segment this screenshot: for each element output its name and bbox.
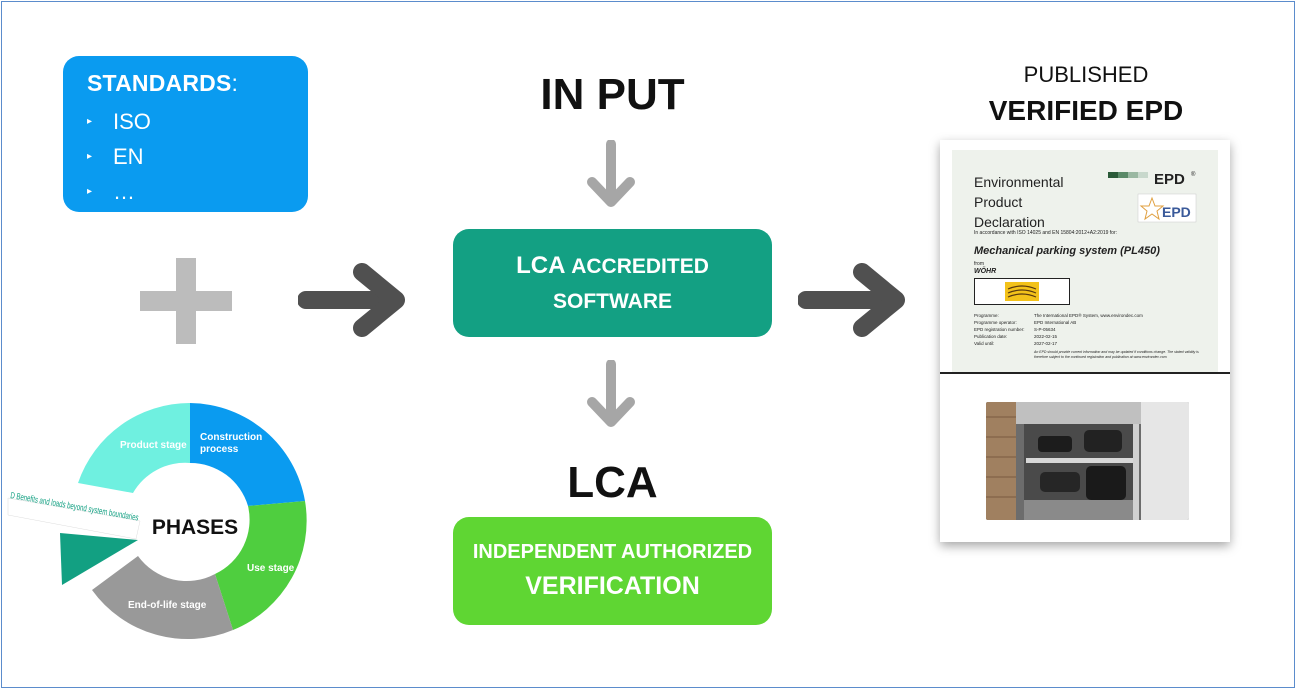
epd-from: from <box>974 261 984 267</box>
verified-epd-label: VERIFIED EPD <box>988 95 1184 126</box>
arrow-right-icon <box>798 263 905 337</box>
plus-icon <box>140 258 232 344</box>
table-row: Publication date:2022-02-15 <box>974 334 1058 339</box>
phase-product-segment <box>78 402 190 493</box>
phase-d-label-tab <box>7 497 141 540</box>
epd-document: Environmental Product Declaration EPD ® … <box>940 140 1230 542</box>
epd-company: WÖHR <box>974 268 997 275</box>
company-logo-box <box>974 278 1070 305</box>
parking-photo <box>986 402 1189 520</box>
lca-title: LCA <box>567 458 658 507</box>
list-item: ▸… <box>87 178 135 204</box>
arrow-down-icon <box>587 140 635 207</box>
phase-use-label: Use stage <box>247 563 295 574</box>
phases-wheel: Product stage Construction process Use s… <box>7 402 307 640</box>
standards-list: ▸ISO ▸EN ▸… <box>87 104 151 209</box>
phase-d-segment <box>60 533 138 585</box>
phase-product-label: Product stage <box>120 440 187 451</box>
table-row: EPD registration number:S-P-05634 <box>974 327 1056 332</box>
svg-text:EPD: EPD <box>1162 204 1191 220</box>
lca-software-box: LCA ACCREDITED SOFTWARE <box>453 229 772 337</box>
lca-software-line2: SOFTWARE <box>553 290 672 313</box>
verification-line1: INDEPENDENT AUTHORIZED <box>472 541 753 563</box>
svg-text:®: ® <box>1191 171 1196 178</box>
list-item: ▸ISO <box>87 108 151 134</box>
company-logo-icon <box>1005 282 1039 301</box>
phase-construction-segment <box>190 403 305 506</box>
phase-eol-label: End-of-life stage <box>128 600 207 611</box>
verification-box: INDEPENDENT AUTHORIZED VERIFICATION <box>453 517 772 625</box>
epd-logo: EPD ® EPD <box>1108 171 1197 223</box>
phase-construction-label: Construction process <box>200 432 265 455</box>
table-row: Programme:The International EPD® System,… <box>974 313 1143 318</box>
epd-cover <box>952 150 1218 372</box>
arrow-right-icon <box>298 263 405 337</box>
list-item: ▸EN <box>87 143 144 169</box>
epd-details: Programme:The International EPD® System,… <box>974 313 1214 359</box>
lca-software-line1: LCA ACCREDITED <box>516 252 709 279</box>
bullet-icon: ▸ <box>87 150 93 162</box>
arrow-down-icon <box>587 360 635 427</box>
epd-accordance: In accordance with ISO 14025 and EN 1580… <box>974 230 1118 236</box>
table-row: Programme operator:EPD International AB <box>974 320 1077 325</box>
bullet-icon: ▸ <box>87 185 93 197</box>
standards-box: STANDARDS: ▸ISO ▸EN ▸… <box>63 56 308 212</box>
epd-product: Mechanical parking system (PL450) <box>974 245 1160 257</box>
epd-divider <box>940 372 1230 374</box>
verification-line2: VERIFICATION <box>525 572 700 600</box>
phase-use-segment <box>215 501 307 630</box>
epd-heading: Environmental Product Declaration <box>974 174 1064 230</box>
phases-center-label: PHASES <box>152 516 238 539</box>
published-label: PUBLISHED <box>1023 62 1149 87</box>
epd-note: An EPD should provide current informatio… <box>1034 350 1199 359</box>
phase-eol-segment <box>92 556 233 640</box>
svg-text:EPD: EPD <box>1154 171 1185 188</box>
input-title: IN PUT <box>540 70 685 119</box>
standards-title: STANDARDS: <box>87 70 239 96</box>
table-row: Valid until:2027-02-17 <box>974 341 1058 346</box>
bullet-icon: ▸ <box>87 115 93 127</box>
